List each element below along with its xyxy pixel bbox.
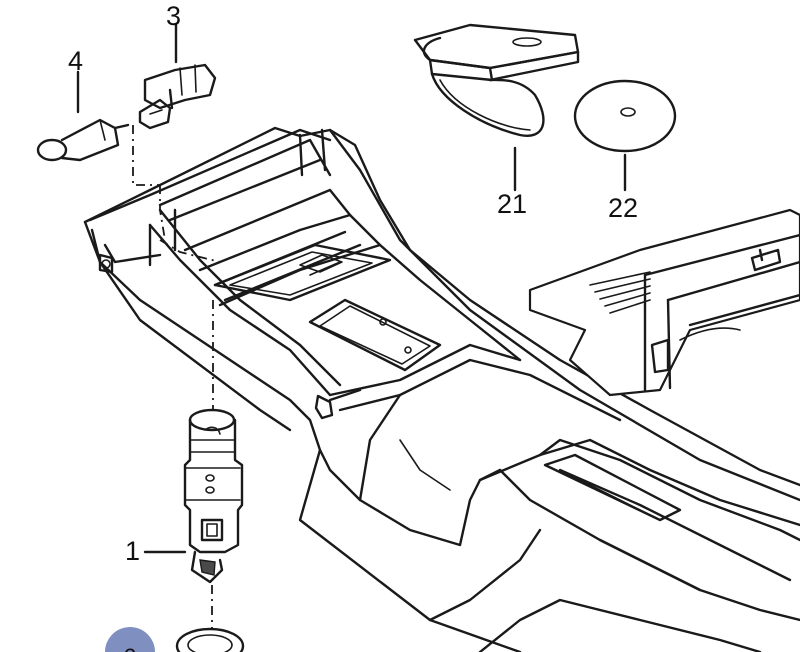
- switch-frame: [88, 128, 392, 302]
- badge-part-2: [105, 627, 155, 652]
- disc-pad-part-22: [573, 79, 677, 192]
- armrest-module: [528, 208, 800, 397]
- callout-22: 22: [608, 193, 638, 223]
- callout-3: 3: [166, 1, 181, 31]
- lighter-socket-part-1: [143, 408, 244, 584]
- center-console: [83, 126, 800, 652]
- cap-part-2: [175, 627, 245, 652]
- callout-1: 1: [125, 536, 140, 566]
- bulb-part-4: [36, 70, 130, 162]
- callout-2: 2: [124, 644, 136, 652]
- callout-21: 21: [497, 189, 527, 219]
- callout-4: 4: [68, 46, 83, 76]
- ashtray-insert-part-21: [413, 23, 580, 192]
- guide-lines: [132, 125, 221, 630]
- bulb-holder-part-3: [138, 23, 217, 130]
